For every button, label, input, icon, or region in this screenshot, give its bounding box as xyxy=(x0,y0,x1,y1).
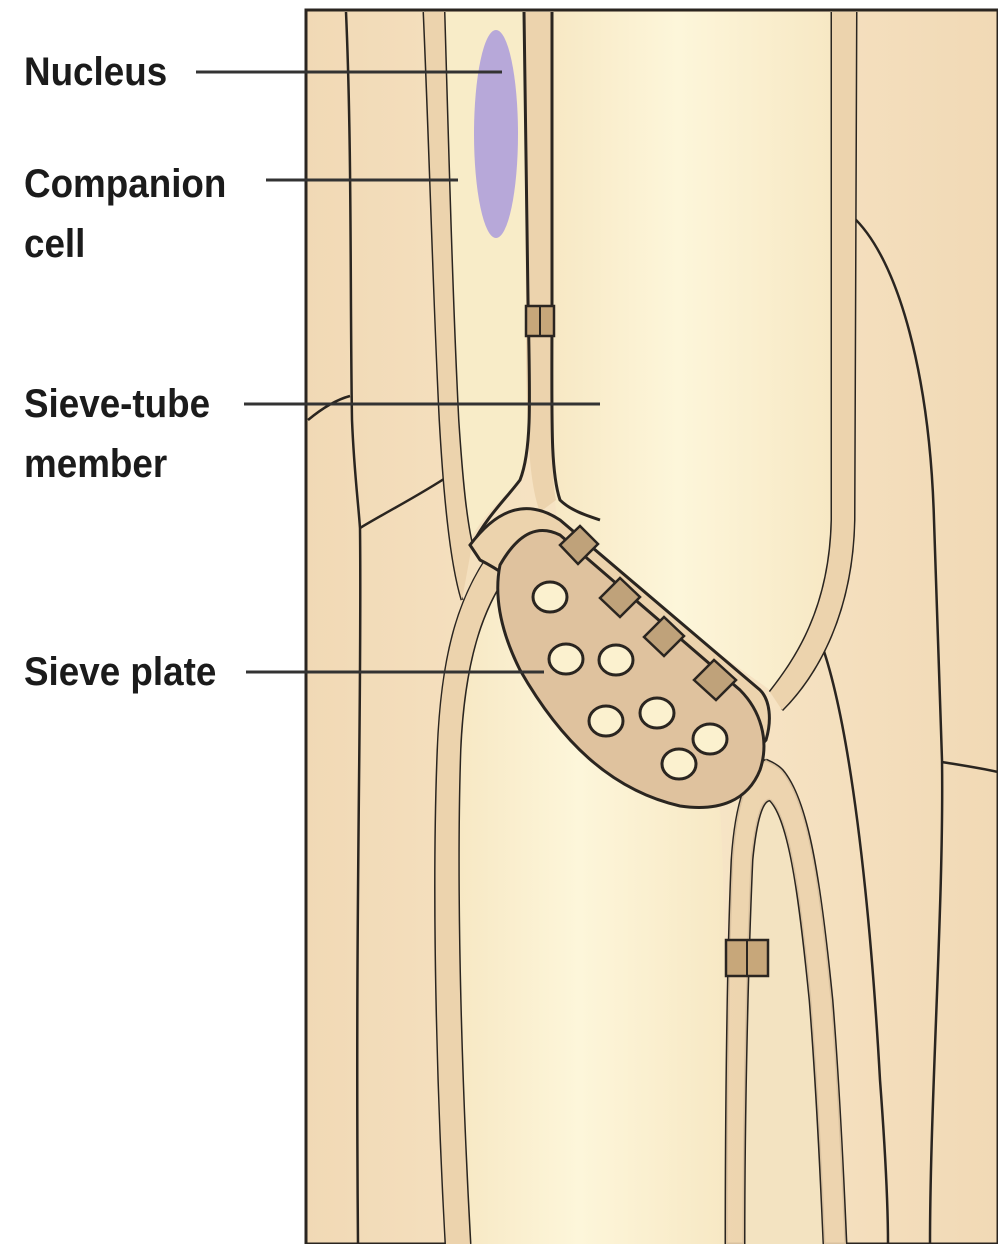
nucleus-shape xyxy=(474,30,518,238)
label-sieve-tube-line2: member xyxy=(24,436,167,492)
label-companion-cell-line1: Companion xyxy=(24,156,226,212)
sieve-pore xyxy=(640,698,674,728)
sieve-pore xyxy=(693,724,727,754)
label-sieve-tube-line1: Sieve-tube xyxy=(24,376,210,432)
sieve-pore xyxy=(662,749,696,779)
sieve-pore xyxy=(533,582,567,612)
label-nucleus: Nucleus xyxy=(24,44,167,100)
sieve-pore xyxy=(599,645,633,675)
label-companion-cell-line2: cell xyxy=(24,216,85,272)
sieve-pore xyxy=(589,706,623,736)
label-sieve-plate: Sieve plate xyxy=(24,644,216,700)
sieve-pore xyxy=(549,644,583,674)
